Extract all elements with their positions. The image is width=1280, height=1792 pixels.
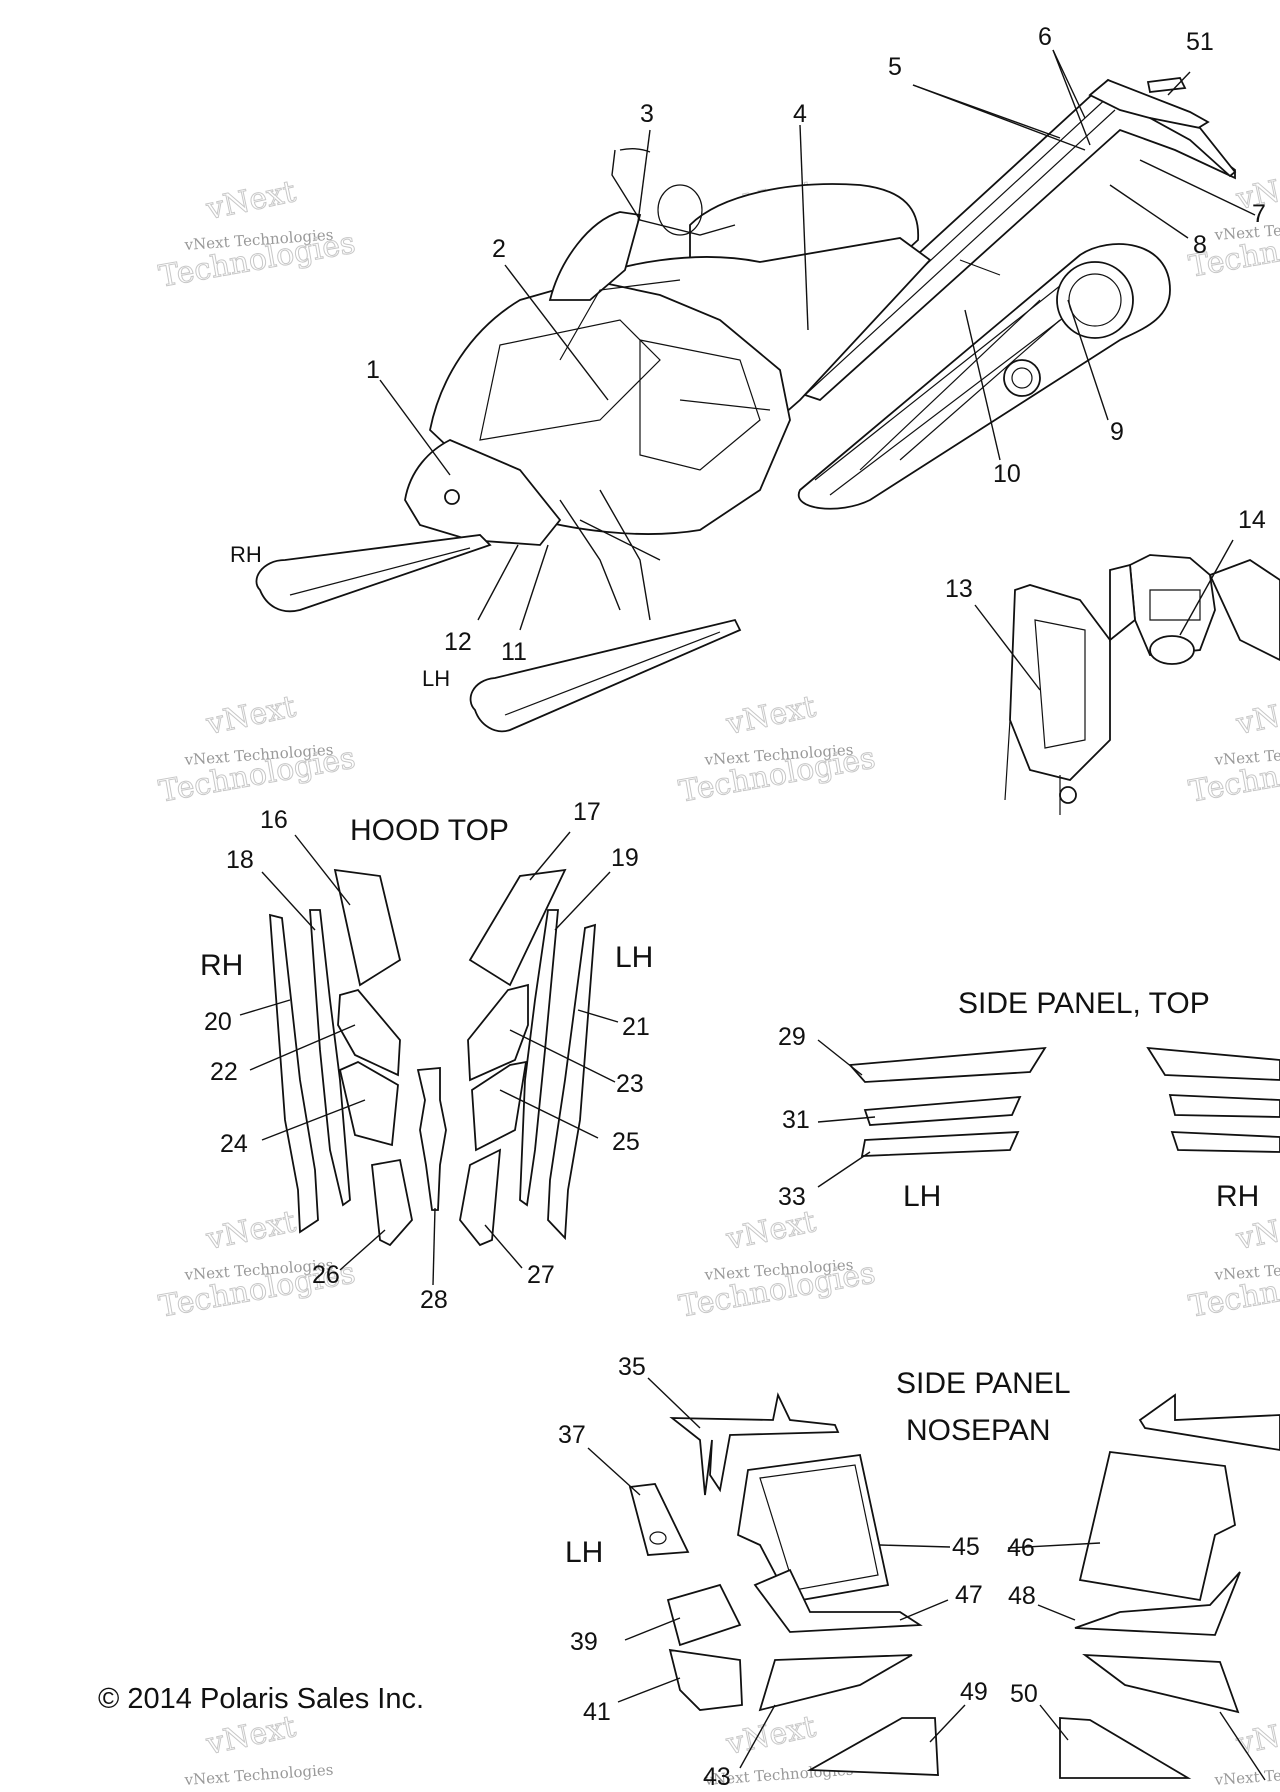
svg-text:vNext: vNext — [203, 1709, 299, 1762]
leader-lines — [239, 49, 1266, 1781]
watermark: vNext vNext Technologies Technologies — [676, 689, 879, 810]
callout-11: 11 — [501, 638, 527, 666]
callout-12: 12 — [444, 628, 472, 656]
svg-text:vNext: vNext — [723, 1204, 819, 1257]
svg-text:vNext: vNext — [203, 174, 299, 227]
callout-10: 10 — [993, 460, 1021, 488]
callout-18: 18 — [226, 846, 254, 874]
svg-text:vNext Technologies: vNext Technologies — [1213, 1761, 1280, 1789]
svg-text:vNext: vNext — [1233, 689, 1280, 742]
hood-top-decals — [269, 868, 596, 1247]
callout-39: 39 — [570, 1628, 598, 1656]
callout-28: 28 — [420, 1286, 448, 1314]
callout-9: 9 — [1110, 418, 1124, 446]
watermark: vNext vNext Technologies Technologies — [156, 174, 359, 295]
callout-51: 51 — [1186, 28, 1214, 56]
callout-22: 22 — [210, 1058, 238, 1086]
callout-1: 1 — [366, 356, 380, 384]
side-label-nosepan-lh: LH — [565, 1536, 603, 1569]
callout-35: 35 — [618, 1353, 646, 1381]
callout-7: 7 — [1252, 200, 1266, 228]
heading-hood-top: HOOD TOP — [350, 814, 509, 847]
callout-49: 49 — [960, 1678, 988, 1706]
side-label-panel-rh: RH — [1216, 1180, 1259, 1213]
callout-33: 33 — [778, 1183, 806, 1211]
heading-side-panel-top: SIDE PANEL, TOP — [958, 987, 1210, 1020]
heading-side-panel: SIDE PANEL — [896, 1367, 1071, 1400]
svg-text:vNext: vNext — [723, 689, 819, 742]
heading-nosepan: NOSEPAN — [906, 1414, 1050, 1447]
callout-20: 20 — [204, 1008, 232, 1036]
callout-24: 24 — [220, 1130, 248, 1158]
svg-text:vNext Technologies: vNext Technologies — [183, 1761, 334, 1789]
callout-6: 6 — [1038, 23, 1052, 51]
watermark: vNext vNext Technologies Technologies — [1186, 164, 1280, 285]
callout-4: 4 — [793, 100, 807, 128]
callout-48: 48 — [1008, 1582, 1036, 1610]
side-label-machine-rh: RH — [230, 542, 262, 567]
side-label-hood-rh: RH — [200, 949, 243, 982]
watermark: vNext vNext Technologies Technologies — [676, 1204, 879, 1325]
svg-text:vNext: vNext — [723, 1709, 819, 1762]
callout-5: 5 — [888, 53, 902, 81]
callout-numbers: 1 2 3 4 5 6 7 8 9 10 11 12 13 14 51 16 1… — [204, 23, 1266, 1791]
watermark: vNext vNext Technologies Technologies — [1186, 689, 1280, 810]
callout-27: 27 — [527, 1261, 555, 1289]
svg-text:vNext: vNext — [1233, 1709, 1280, 1762]
callout-21: 21 — [622, 1013, 650, 1041]
callout-45: 45 — [952, 1533, 980, 1561]
callout-43: 43 — [703, 1763, 731, 1791]
section-headings: HOOD TOP SIDE PANEL, TOP SIDE PANEL NOSE… — [350, 814, 1210, 1447]
callout-17: 17 — [573, 798, 601, 826]
side-panel-nosepan-decals — [628, 77, 1280, 1779]
callout-46: 46 — [1007, 1534, 1035, 1562]
callout-29: 29 — [778, 1023, 806, 1051]
callout-3: 3 — [640, 100, 654, 128]
watermark: vNext vNext Technologies Technologies — [156, 689, 359, 810]
callout-31: 31 — [782, 1106, 810, 1134]
side-labels: RH LH RH LH LH RH LH — [200, 542, 1259, 1569]
callout-23: 23 — [616, 1070, 644, 1098]
side-label-machine-lh: LH — [422, 666, 450, 691]
side-panel-top-decals — [848, 1046, 1280, 1157]
callout-26: 26 — [312, 1261, 340, 1289]
side-label-hood-lh: LH — [615, 941, 653, 974]
callout-13: 13 — [945, 575, 973, 603]
callout-50: 50 — [1010, 1680, 1038, 1708]
watermark: vNext vNext Technologies — [1213, 1709, 1280, 1789]
svg-text:vNext: vNext — [203, 1204, 299, 1257]
copyright-notice: © 2014 Polaris Sales Inc. — [98, 1683, 424, 1715]
callout-19: 19 — [611, 844, 639, 872]
svg-text:vNext: vNext — [203, 689, 299, 742]
watermark: vNext vNext Technologies Technologies — [1186, 1204, 1280, 1325]
callout-25: 25 — [612, 1128, 640, 1156]
callout-41: 41 — [583, 1698, 611, 1726]
callout-14: 14 — [1238, 506, 1266, 534]
side-label-panel-lh: LH — [903, 1180, 941, 1213]
watermark: vNext vNext Technologies — [183, 1709, 334, 1789]
front-view-illustration — [1004, 554, 1280, 815]
snowmobile-illustration — [255, 78, 1237, 733]
callout-16: 16 — [260, 806, 288, 834]
callout-2: 2 — [492, 235, 506, 263]
callout-8: 8 — [1193, 231, 1207, 259]
callout-37: 37 — [558, 1421, 586, 1449]
callout-47: 47 — [955, 1581, 983, 1609]
